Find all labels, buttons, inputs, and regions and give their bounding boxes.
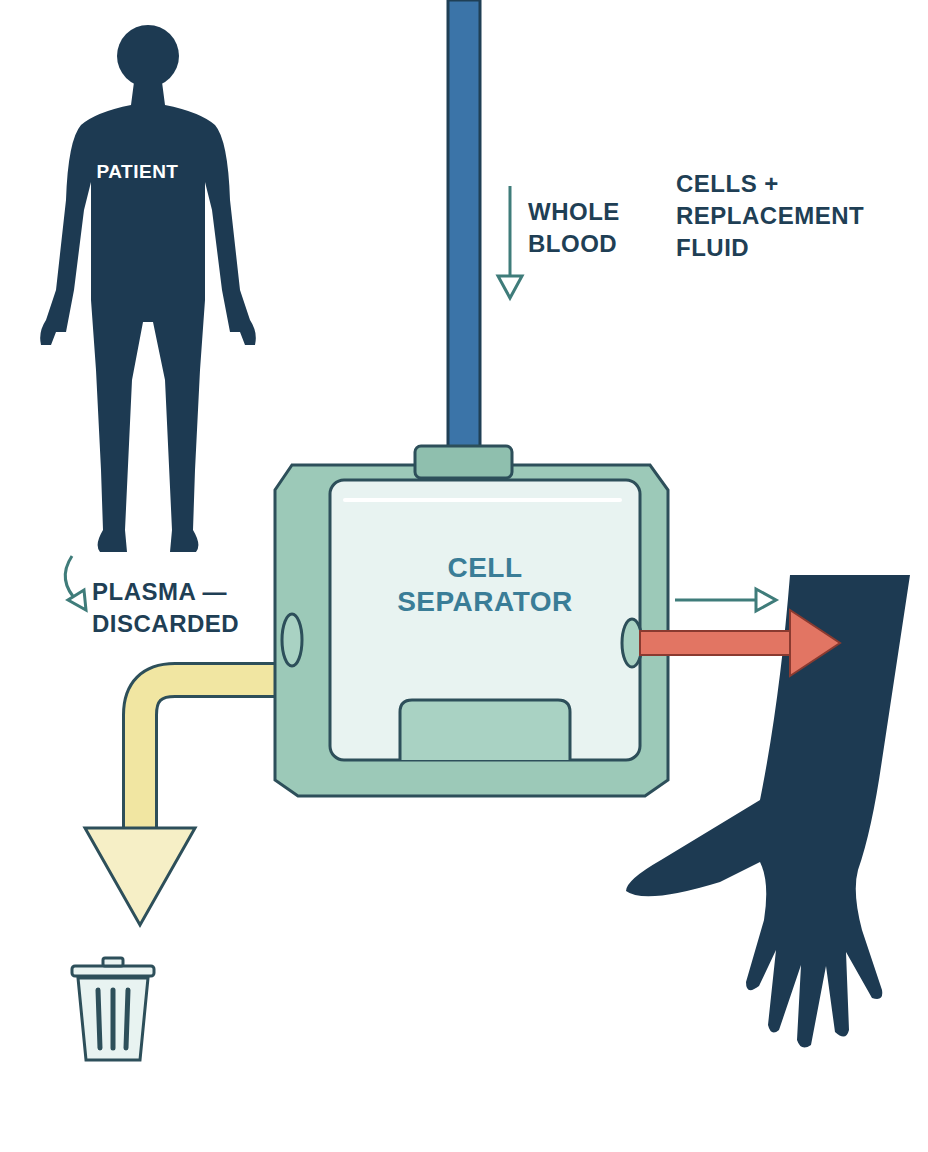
flow-arrow bbox=[675, 599, 762, 602]
separator-slot bbox=[400, 700, 570, 760]
return-arrow bbox=[640, 631, 792, 655]
patient-body bbox=[40, 82, 256, 552]
flow-arrow bbox=[509, 186, 512, 282]
trash-handle bbox=[103, 958, 123, 966]
patient-label: PATIENT bbox=[15, 161, 260, 183]
arrow-head bbox=[756, 589, 776, 611]
flow-label: CELLS + REPLACEMENT FLUID bbox=[676, 168, 896, 264]
plasma-pipe bbox=[140, 680, 285, 830]
patient-head bbox=[117, 25, 179, 87]
patient-silhouette: PATIENT bbox=[15, 20, 260, 565]
separator-front bbox=[330, 480, 640, 760]
patient-figure bbox=[15, 20, 260, 565]
arrow-head bbox=[68, 590, 86, 610]
separator-housing bbox=[275, 465, 668, 796]
highlight bbox=[345, 498, 620, 502]
trash-can bbox=[78, 978, 148, 1060]
plasma-arrow-head bbox=[85, 828, 195, 925]
separator-box: CELL SEPARATOR bbox=[330, 480, 640, 690]
tube-connector bbox=[415, 446, 512, 478]
flow-label: PLASMA — DISCARDED bbox=[92, 576, 282, 640]
flow-label: WHOLE BLOOD bbox=[528, 196, 678, 260]
left-port bbox=[282, 614, 302, 666]
trash-ribs bbox=[98, 990, 128, 1048]
blood-tube bbox=[448, 0, 480, 455]
separator-label: CELL SEPARATOR bbox=[390, 551, 580, 619]
arm-silhouette bbox=[626, 575, 910, 1048]
arrow-head bbox=[498, 276, 522, 298]
return-arrow-head bbox=[790, 610, 840, 676]
plasma-pipe-outline bbox=[140, 680, 285, 830]
